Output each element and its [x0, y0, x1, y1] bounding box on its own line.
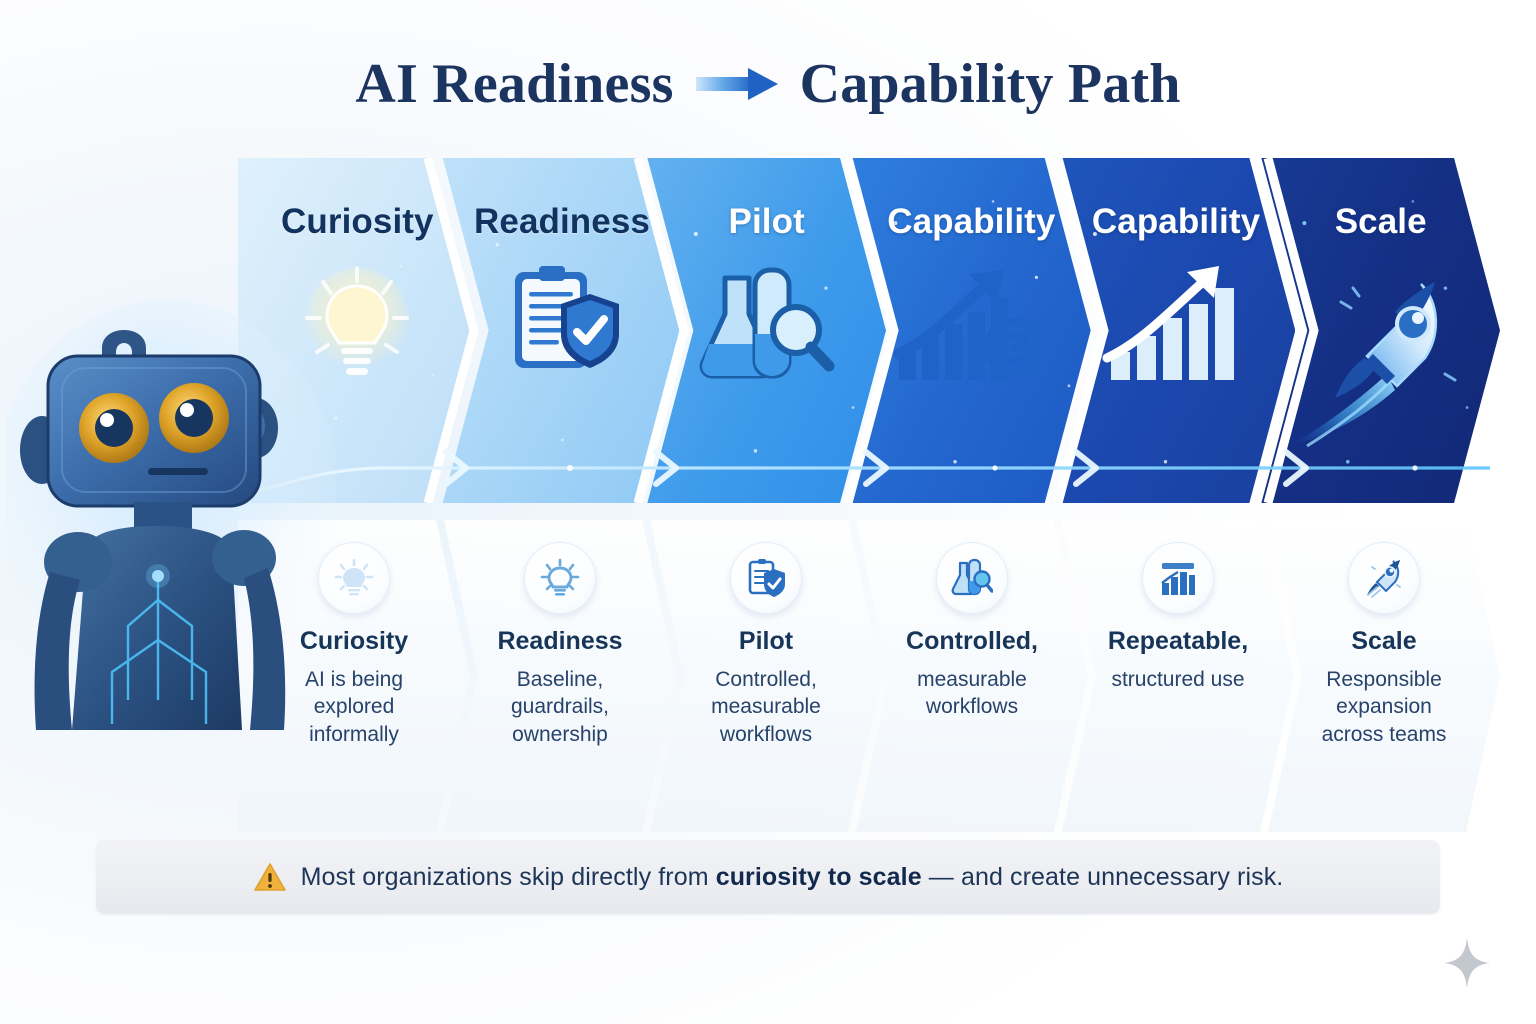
warning-text-before: Most organizations skip directly from	[300, 862, 716, 891]
flask-magnifier-icon	[936, 542, 1008, 614]
lightbulb-icon	[524, 542, 596, 614]
stage-chevron-band: Curiosity	[238, 158, 1500, 503]
warning-text-emphasis: curiosity to scale	[715, 862, 922, 891]
detail-card-repeatable[interactable]: Repeatable, structured use	[1062, 520, 1294, 832]
stage-chevron-pilot[interactable]: Pilot	[647, 158, 886, 503]
card-description: Controlled, measurable workflows	[711, 667, 821, 746]
card-description: structured use	[1111, 667, 1245, 691]
clipboard-shield-check-icon	[443, 250, 682, 503]
stage-chevron-capability-1[interactable]: Capability	[852, 158, 1091, 503]
stage-label: Readiness	[474, 202, 650, 241]
card-title: Curiosity	[299, 627, 409, 655]
right-arrow-gradient-icon	[695, 68, 778, 100]
warning-text-after: — and create unnecessary risk.	[921, 862, 1284, 891]
card-description: Baseline, guardrails, ownership	[510, 667, 610, 746]
warning-banner-text: Most organizations skip directly from cu…	[301, 863, 1284, 892]
rocket-icon	[1348, 542, 1420, 614]
stage-detail-cards: Curiosity AI is being explored informall…	[238, 520, 1500, 810]
lab-flasks-magnifier-icon	[647, 250, 886, 503]
detail-card-readiness[interactable]: Readiness Baseline, guardrails, ownershi…	[444, 520, 676, 832]
card-title: Pilot	[738, 627, 794, 655]
stage-chevron-capability-2[interactable]: Capability	[1057, 158, 1296, 503]
stage-label: Scale	[1334, 202, 1427, 241]
growth-arrow-barchart-icon	[1057, 250, 1296, 503]
card-description: AI is being explored informally	[304, 667, 404, 746]
title-left-text: AI Readiness	[355, 53, 674, 115]
card-description: measurable workflows	[917, 667, 1027, 719]
card-title: Readiness	[497, 627, 623, 655]
card-description: Responsible expansion across teams	[1321, 667, 1447, 746]
card-title: Repeatable,	[1107, 627, 1249, 655]
stage-label: Capability	[887, 202, 1056, 241]
warning-banner: Most organizations skip directly from cu…	[96, 840, 1440, 914]
detail-card-scale[interactable]: Scale Responsible expansion across teams	[1268, 520, 1500, 832]
card-title: Controlled,	[906, 627, 1038, 655]
stage-chevron-readiness[interactable]: Readiness	[443, 158, 682, 503]
page-title: AI Readiness Capability Path	[0, 52, 1536, 116]
bar-chart-icon	[1142, 542, 1214, 614]
stage-label: Curiosity	[281, 202, 434, 241]
warning-triangle-icon	[253, 863, 286, 891]
growth-arrow-barchart-target-icon	[852, 250, 1091, 503]
stage-label: Capability	[1091, 202, 1261, 241]
four-point-sparkle-icon	[1444, 938, 1490, 988]
card-title: Scale	[1351, 627, 1417, 655]
glowing-lightbulb-icon	[238, 250, 477, 503]
detail-card-controlled[interactable]: Controlled, measurable workflows	[856, 520, 1088, 832]
stage-chevron-scale[interactable]: Scale	[1261, 158, 1500, 503]
stage-label: Pilot	[728, 202, 805, 241]
rocket-launch-icon	[1261, 250, 1500, 503]
detail-card-pilot[interactable]: Pilot Controlled, measurable workflows	[650, 520, 882, 832]
title-right-text: Capability Path	[799, 53, 1181, 115]
robot-mascot-icon	[6, 300, 336, 730]
clipboard-shield-icon	[730, 542, 802, 614]
